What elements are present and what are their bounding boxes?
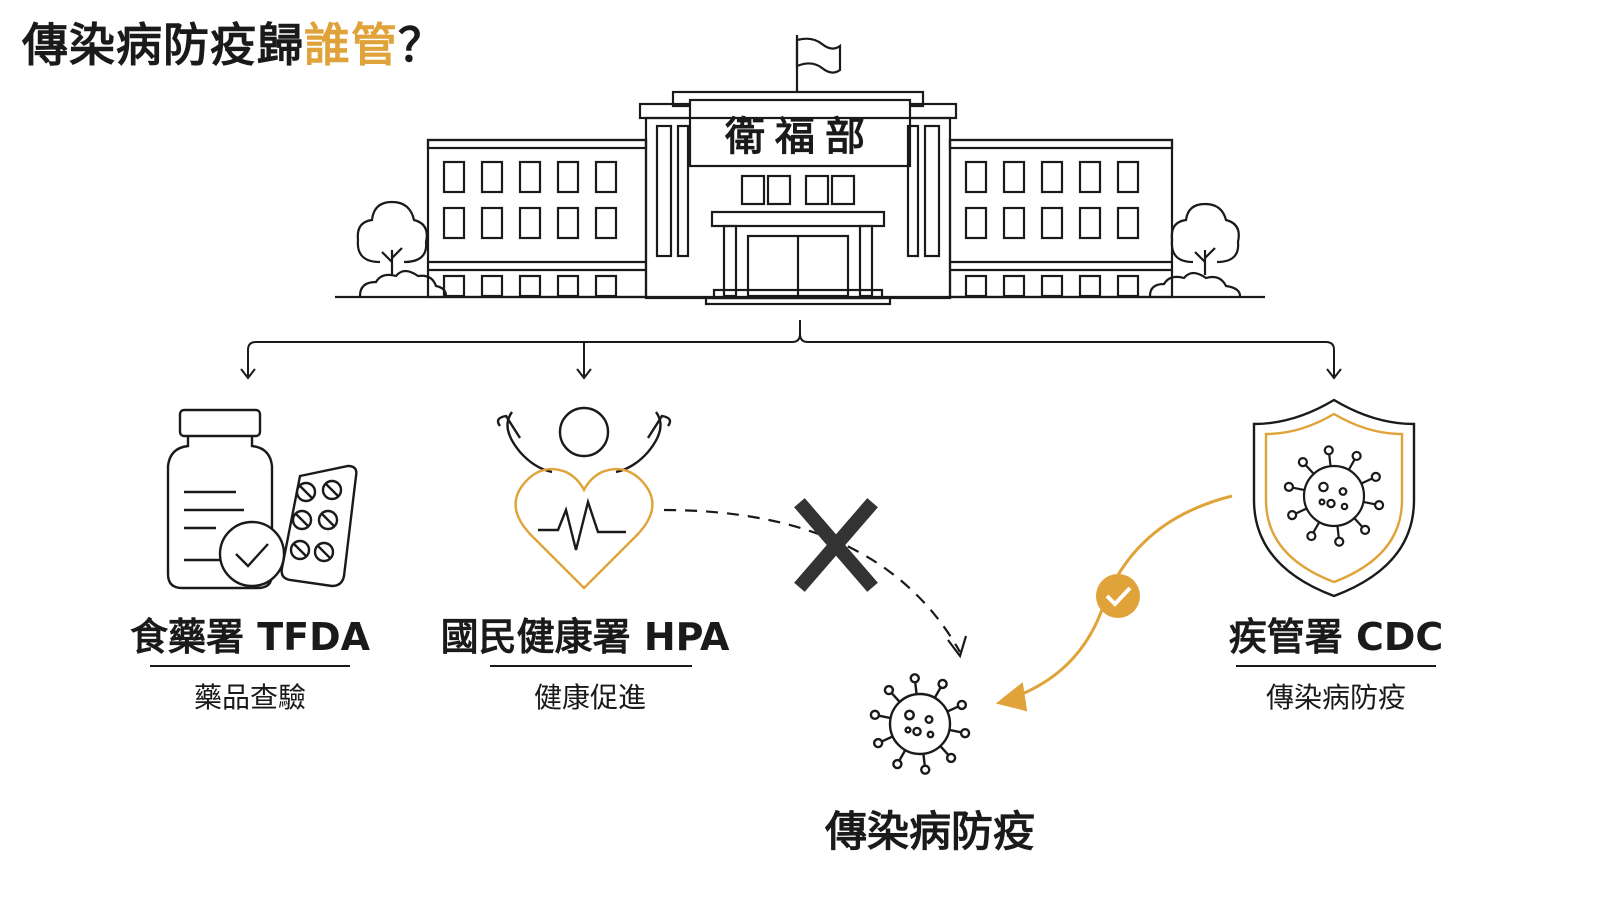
tree-right-icon: [1148, 202, 1242, 297]
agency-role-tfda: 藥品查驗: [193, 681, 306, 714]
window: [556, 160, 580, 194]
window: [518, 206, 542, 240]
page-title: 傳染病防疫歸誰管？: [22, 20, 445, 71]
tree-left-icon: [356, 200, 448, 297]
ministry-building-icon: [335, 35, 1265, 306]
window: [1078, 274, 1102, 298]
relation-hpa-arrowhead: [947, 635, 968, 659]
window: [1040, 206, 1064, 240]
window: [1040, 160, 1064, 194]
agency-role-hpa: 健康促進: [533, 681, 646, 714]
agency-role-cdc: 傳染病防疫: [1265, 681, 1406, 714]
cross-icon: [794, 498, 878, 592]
window: [1116, 160, 1140, 194]
title-highlight: 誰管: [304, 18, 398, 72]
cdc-virus-icon: [1283, 445, 1385, 547]
window: [1002, 274, 1026, 298]
window: [442, 160, 466, 194]
relation-cdc-arrowhead: [995, 682, 1028, 712]
target-label: 傳染病防疫: [824, 807, 1035, 856]
window: [480, 160, 504, 194]
window: [556, 206, 580, 240]
window: [1078, 160, 1102, 194]
title-prefix: 傳染病防疫歸: [22, 18, 304, 72]
heart-person-icon: [496, 406, 672, 590]
building-windows: [442, 160, 1140, 298]
title-suffix: ？: [398, 18, 445, 72]
window: [1040, 274, 1064, 298]
medicine-bottle-icon: [166, 408, 358, 590]
window: [594, 274, 618, 298]
hierarchy-connectors: [240, 320, 1342, 380]
virus-icon: [869, 673, 971, 775]
window: [518, 274, 542, 298]
window: [1078, 206, 1102, 240]
window: [594, 160, 618, 194]
window: [1116, 274, 1140, 298]
window: [518, 160, 542, 194]
agency-name-tfda: 食藥署 TFDA: [129, 615, 371, 659]
window: [480, 206, 504, 240]
window: [1002, 206, 1026, 240]
window: [594, 206, 618, 240]
check-icon: [1096, 574, 1140, 618]
virus-shield-icon: [1252, 398, 1416, 598]
window: [1116, 206, 1140, 240]
window: [556, 274, 580, 298]
window: [964, 160, 988, 194]
window: [480, 274, 504, 298]
window: [442, 206, 466, 240]
agency-name-cdc: 疾管署 CDC: [1228, 615, 1444, 659]
window: [442, 274, 466, 298]
window: [964, 206, 988, 240]
agency-name-hpa: 國民健康署 HPA: [440, 615, 730, 659]
relation-hpa-arrow: [663, 508, 961, 653]
ministry-label: 衛福部: [725, 114, 875, 160]
window: [964, 274, 988, 298]
window: [1002, 160, 1026, 194]
